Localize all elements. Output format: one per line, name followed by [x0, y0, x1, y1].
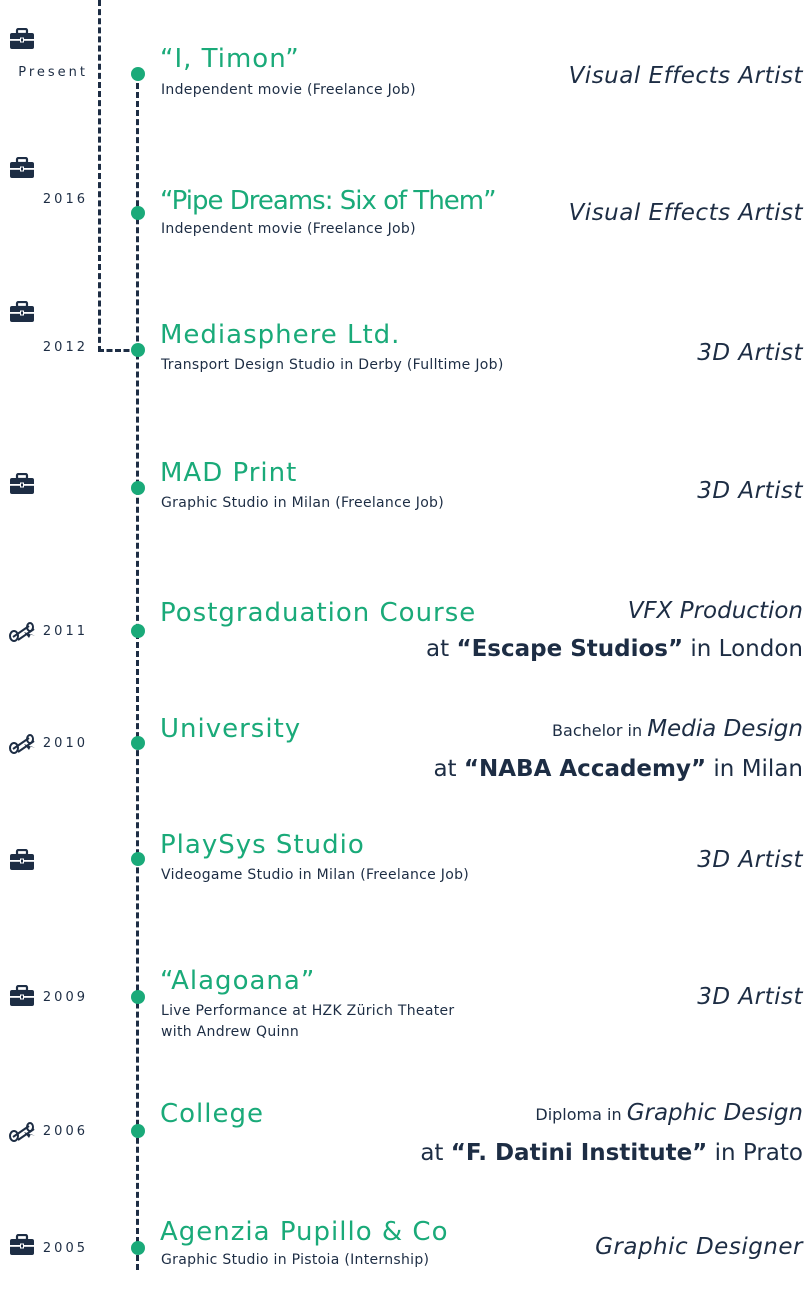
briefcase-icon: [10, 473, 34, 494]
entry-role: Visual Effects Artist: [568, 200, 803, 226]
briefcase-icon: [10, 28, 34, 49]
timeline-dot: [131, 481, 145, 495]
timeline-branch-horizontal: [98, 349, 138, 352]
briefcase-icon: [10, 985, 34, 1006]
entry-subtitle: Graphic Studio in Pistoia (Internship): [161, 1252, 430, 1268]
entry-degree-prefix: Diploma in: [535, 1105, 622, 1124]
entry-school-line: at “NABA Accademy” in Milan: [433, 756, 803, 782]
entry-year: 2012: [42, 340, 88, 355]
entry-degree: Media Design: [647, 716, 803, 742]
entry-subtitle: Graphic Studio in Milan (Freelance Job): [161, 495, 445, 511]
entry-role: 3D Artist: [697, 984, 803, 1010]
entry-year: 2009: [42, 990, 88, 1005]
diploma-icon: [9, 734, 35, 754]
entry-degree-line: Bachelor in Media Design: [552, 716, 803, 742]
entry-school: “Escape Studios”: [456, 636, 684, 662]
entry-subtitle: Transport Design Studio in Derby (Fullti…: [161, 357, 504, 373]
entry-school: “NABA Accademy”: [463, 756, 707, 782]
entry-school: “F. Datini Institute”: [450, 1140, 708, 1166]
entry-year: 2006: [42, 1124, 88, 1139]
entry-school-line: at “Escape Studios” in London: [426, 636, 803, 662]
timeline-dot: [131, 736, 145, 750]
timeline-dot: [131, 1124, 145, 1138]
entry-subtitle-2: with Andrew Quinn: [161, 1024, 300, 1040]
entry-year: 2005: [42, 1241, 88, 1256]
entry-role: 3D Artist: [697, 478, 803, 504]
entry-title: PlaySys Studio: [160, 830, 365, 860]
entry-year: 2010: [42, 736, 88, 751]
entry-role: Visual Effects Artist: [568, 63, 803, 89]
entry-subtitle: Independent movie (Freelance Job): [161, 82, 416, 98]
entry-degree: VFX Production: [627, 598, 803, 624]
entry-subtitle: Independent movie (Freelance Job): [161, 221, 416, 237]
entry-place: in Prato: [714, 1140, 803, 1166]
entry-degree: Graphic Design: [626, 1100, 803, 1126]
briefcase-icon: [10, 849, 34, 870]
entry-at: at: [426, 636, 450, 662]
timeline-dot: [131, 67, 145, 81]
timeline-dot: [131, 990, 145, 1004]
timeline-dot: [131, 624, 145, 638]
briefcase-icon: [10, 301, 34, 322]
diploma-icon: [9, 622, 35, 642]
entry-title: Mediasphere Ltd.: [160, 320, 401, 350]
entry-year: 2011: [42, 624, 88, 639]
entry-title: University: [160, 714, 302, 744]
entry-year: 2016: [42, 192, 88, 207]
entry-title: “Alagoana”: [160, 966, 316, 996]
briefcase-icon: [10, 157, 34, 178]
entry-degree-line: VFX Production: [628, 598, 803, 624]
entry-role: Graphic Designer: [595, 1234, 803, 1260]
entry-title: Agenzia Pupillo & Co: [160, 1217, 449, 1247]
entry-role: 3D Artist: [697, 847, 803, 873]
entry-title: College: [160, 1099, 265, 1129]
diploma-icon: [9, 1122, 35, 1142]
entry-place: in Milan: [713, 756, 803, 782]
entry-school-line: at “F. Datini Institute” in Prato: [420, 1140, 803, 1166]
timeline-branch-vertical: [98, 0, 101, 352]
entry-year: Present: [18, 65, 88, 80]
timeline-dot: [131, 206, 145, 220]
entry-title: Postgraduation Course: [160, 598, 477, 628]
entry-place: in London: [690, 636, 803, 662]
entry-title: MAD Print: [160, 458, 298, 488]
entry-degree-prefix: Bachelor in: [552, 721, 643, 740]
entry-at: at: [433, 756, 457, 782]
entry-title: “I, Timon”: [160, 44, 300, 74]
briefcase-icon: [10, 1234, 34, 1255]
entry-title: “Pipe Dreams: Six of Them”: [160, 186, 497, 216]
entry-role: 3D Artist: [697, 340, 803, 366]
entry-at: at: [420, 1140, 444, 1166]
timeline-main-line: [136, 74, 139, 1270]
timeline-dot: [131, 1241, 145, 1255]
entry-subtitle: Videogame Studio in Milan (Freelance Job…: [161, 867, 470, 883]
timeline-dot: [131, 343, 145, 357]
timeline-dot: [131, 852, 145, 866]
entry-degree-line: Diploma in Graphic Design: [535, 1100, 803, 1126]
entry-subtitle: Live Performance at HZK Zürich Theater: [161, 1003, 455, 1019]
